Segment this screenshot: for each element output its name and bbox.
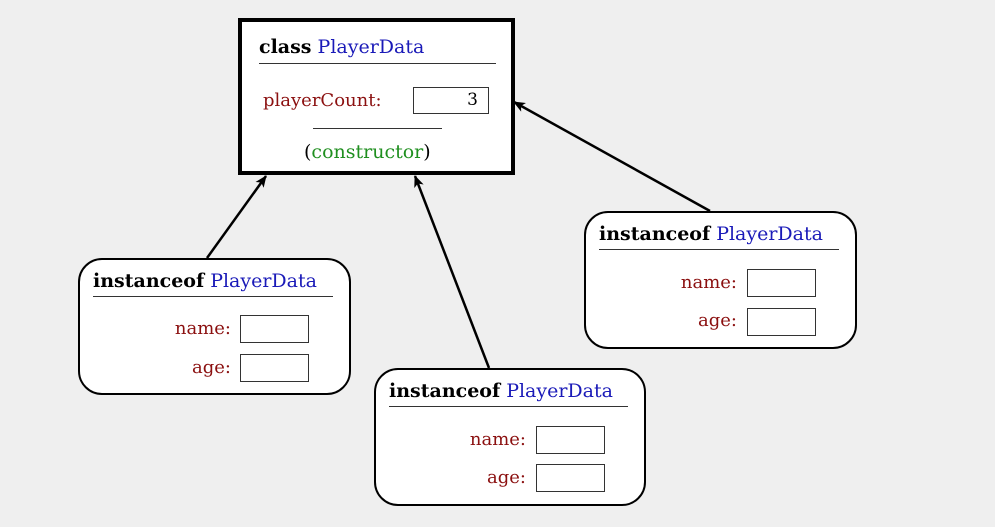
age-value [747, 308, 816, 336]
class-members-divider [313, 128, 442, 129]
age-value [240, 354, 309, 382]
instance-box-right: instanceof PlayerData name: age: [584, 211, 857, 349]
class-box: class PlayerData playerCount: 3 (constru… [238, 18, 515, 175]
instance-header-divider [93, 296, 333, 297]
instance-box-left: instanceof PlayerData name: age: [78, 258, 351, 395]
name-label: name: [174, 318, 231, 339]
age-value [536, 464, 605, 492]
constructor-label: (constructor) [304, 141, 431, 163]
instance-keyword: instanceof [599, 223, 711, 245]
name-label: name: [469, 429, 526, 450]
player-count-value: 3 [413, 87, 489, 114]
constructor-close-paren: ) [423, 141, 431, 163]
instance-class-name: PlayerData [210, 270, 317, 292]
player-count-label: playerCount: [263, 90, 382, 111]
name-value [240, 315, 309, 343]
instance-box-middle: instanceof PlayerData name: age: [374, 368, 646, 506]
age-label: age: [698, 310, 737, 331]
class-name: PlayerData [317, 36, 425, 58]
instance-class-name: PlayerData [716, 223, 823, 245]
arrow-instance-middle [413, 175, 491, 369]
instance-header: instanceof PlayerData [93, 270, 317, 292]
name-value [747, 269, 816, 297]
class-header: class PlayerData [259, 36, 424, 58]
class-header-divider [259, 63, 496, 64]
instance-header-divider [389, 406, 628, 407]
instance-header: instanceof PlayerData [599, 223, 823, 245]
class-keyword: class [259, 36, 312, 58]
instance-keyword: instanceof [93, 270, 205, 292]
name-label: name: [680, 272, 737, 293]
arrow-instance-right [513, 100, 711, 213]
instance-keyword: instanceof [389, 380, 501, 402]
constructor-word: constructor [311, 141, 424, 163]
age-label: age: [487, 467, 526, 488]
instance-header: instanceof PlayerData [389, 380, 613, 402]
instance-header-divider [599, 249, 839, 250]
instance-class-name: PlayerData [506, 380, 613, 402]
constructor-open-paren: ( [304, 141, 312, 163]
name-value [536, 426, 605, 454]
arrow-instance-left [205, 175, 268, 259]
age-label: age: [192, 357, 231, 378]
